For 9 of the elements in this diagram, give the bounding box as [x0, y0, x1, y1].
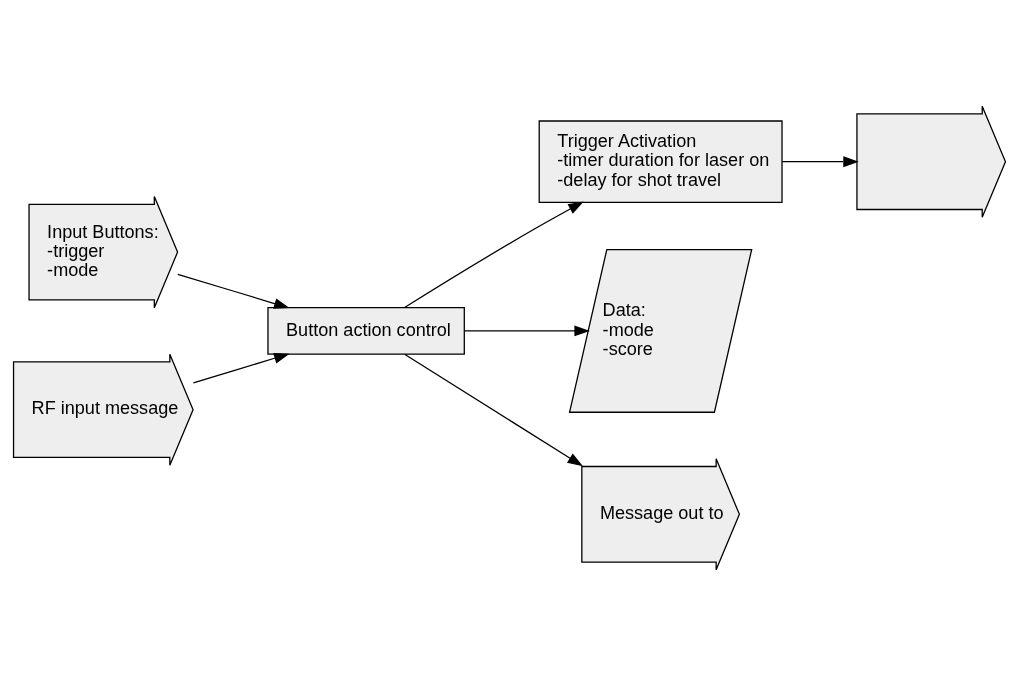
node-box: Button action control — [267, 306, 465, 355]
node-box: Trigger Activation -timer duration for laser on -delay for shot travel — [538, 119, 783, 203]
arrow — [192, 352, 290, 383]
arrow — [781, 155, 859, 167]
arrow — [463, 324, 590, 336]
arrow — [177, 273, 290, 309]
node-arrow — [856, 105, 1007, 218]
arrow — [404, 353, 583, 466]
arrow — [403, 201, 584, 308]
